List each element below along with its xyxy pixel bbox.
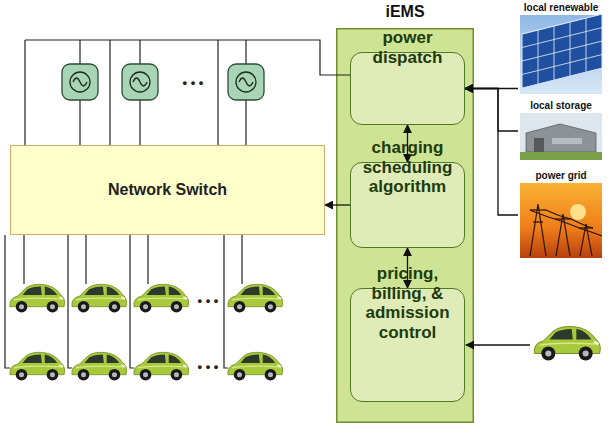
- power-grid-picture: [520, 183, 602, 258]
- source-picture: local storage: [518, 100, 604, 162]
- process-box: charging scheduling algorithm: [350, 162, 465, 248]
- source-picture: power grid: [518, 170, 604, 260]
- ev-arrival-arrow: [466, 344, 530, 345]
- process-box: pricing, billing, & admission control: [350, 288, 465, 402]
- node-text: charging scheduling algorithm: [351, 138, 464, 197]
- panel-fill: [337, 29, 474, 423]
- storage-building-picture: [520, 113, 602, 160]
- node-text: iEMS: [336, 3, 474, 21]
- electric-cars: [10, 284, 600, 380]
- node-text: pricing, billing, & admission control: [351, 264, 464, 342]
- node-text: power grid: [535, 170, 586, 182]
- charger-symbols: [62, 64, 264, 100]
- node-text: Network Switch: [108, 181, 227, 199]
- ellipsis-label: • • •: [183, 76, 204, 89]
- ellipsis-label: • • •: [198, 294, 219, 307]
- solar-panel-picture: [520, 14, 602, 94]
- source-picture: local renewable: [518, 2, 604, 95]
- connector-arrow: [325, 204, 350, 205]
- system-panel: iEMSpower dispatchcharging scheduling al…: [336, 28, 474, 423]
- ellipsis-label: • • •: [198, 360, 219, 373]
- process-box: power dispatch: [350, 52, 465, 125]
- node-text: local renewable: [524, 2, 598, 14]
- node-text: local storage: [530, 100, 592, 112]
- wires: [5, 40, 350, 368]
- node-text: power dispatch: [351, 28, 464, 67]
- switch-box: Network Switch: [10, 145, 325, 235]
